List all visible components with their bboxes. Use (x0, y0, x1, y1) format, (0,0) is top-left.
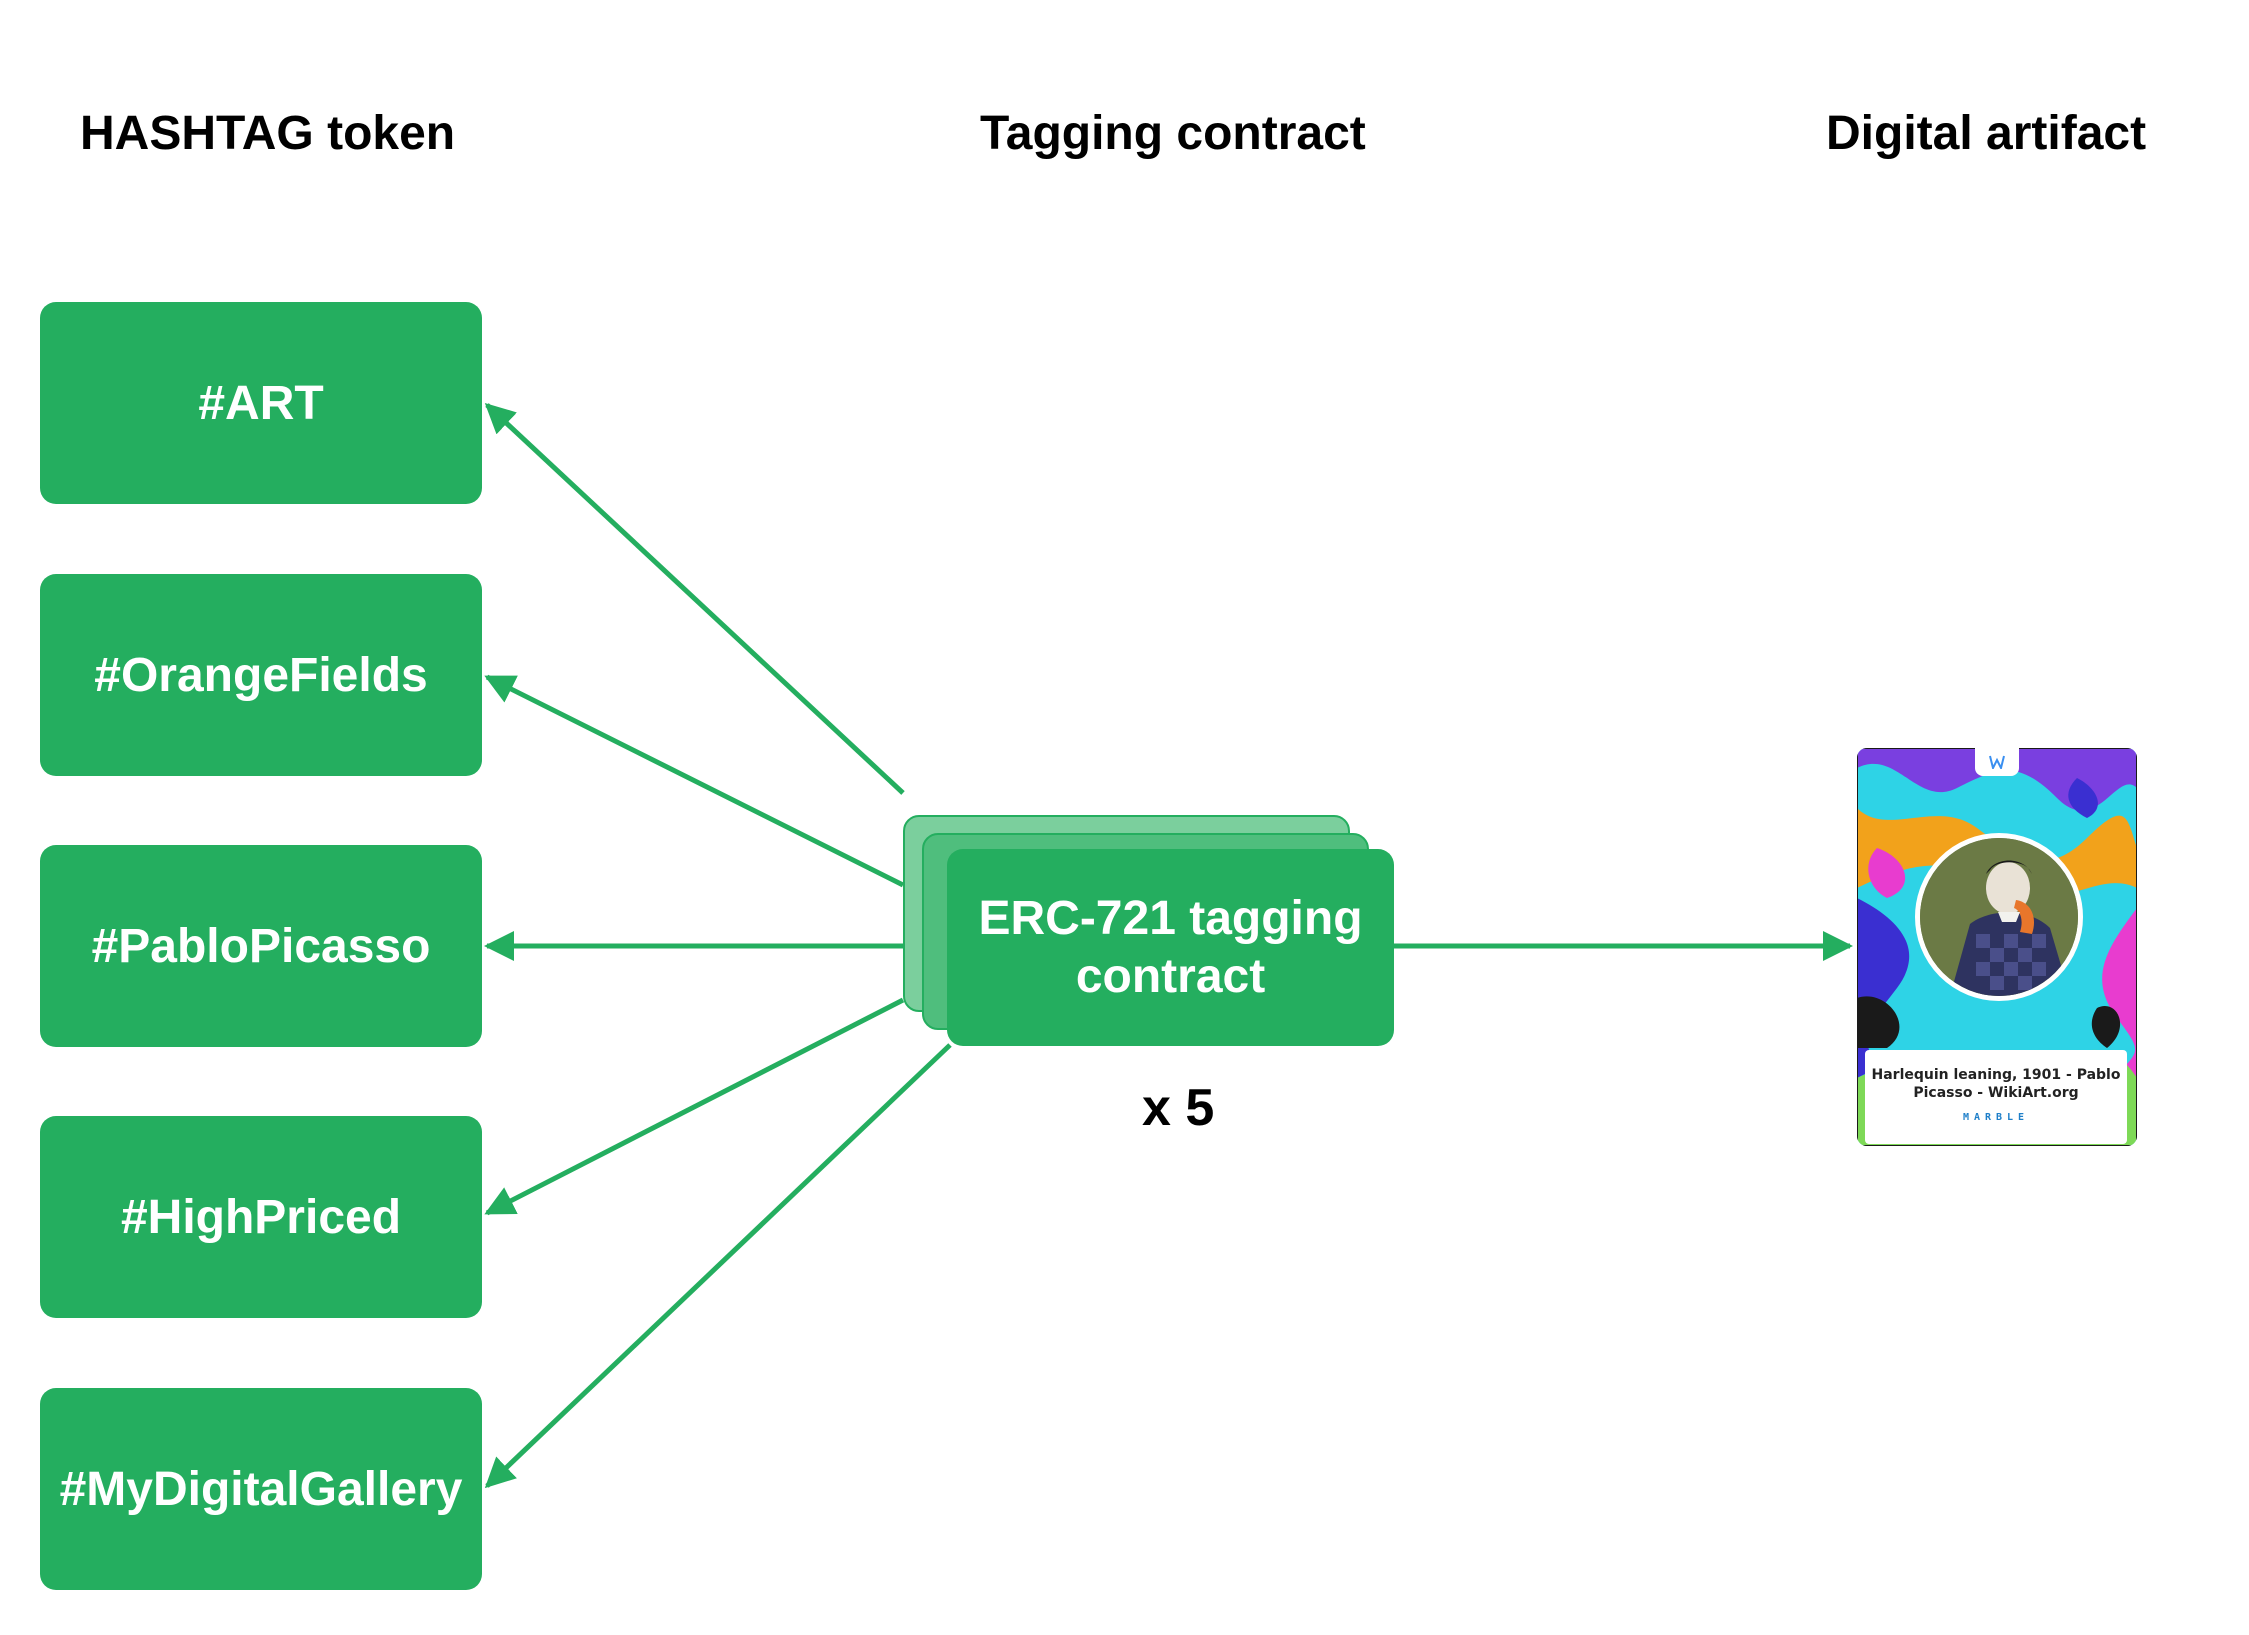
harlequin-portrait (1915, 833, 2083, 1001)
arrow-to-highpriced (484, 997, 905, 1216)
tag-orangefields: #OrangeFields (40, 574, 482, 776)
arrow-to-art (484, 402, 905, 795)
arrow-to-mydigitalgallery (484, 1043, 952, 1489)
tag-mydigitalgallery: #MyDigitalGallery (40, 1388, 482, 1590)
artifact-caption: Harlequin leaning, 1901 - Pablo Picasso … (1865, 1050, 2127, 1144)
digital-artifact-heading: Digital artifact (1826, 107, 2147, 160)
contract-multiplier: x 5 (1142, 1079, 1215, 1137)
tag-art: #ART (40, 302, 482, 504)
marble-logo-icon (1975, 748, 2019, 776)
artifact-brand-label: MARBLE (1962, 1112, 2030, 1123)
tagging-contract-heading: Tagging contract (980, 107, 1366, 160)
hashtag-token-heading: HASHTAG token (80, 107, 456, 160)
artifact-card: Harlequin leaning, 1901 - Pablo Picasso … (1857, 748, 2137, 1146)
tag-highpriced: #HighPriced (40, 1116, 482, 1318)
tag-pablopicasso: #PabloPicasso (40, 845, 482, 1047)
arrow-to-orangefields (484, 674, 905, 888)
erc721-contract-box: ERC-721 tagging contract (947, 849, 1394, 1046)
artifact-caption-title: Harlequin leaning, 1901 - Pablo Picasso … (1871, 1067, 2121, 1101)
